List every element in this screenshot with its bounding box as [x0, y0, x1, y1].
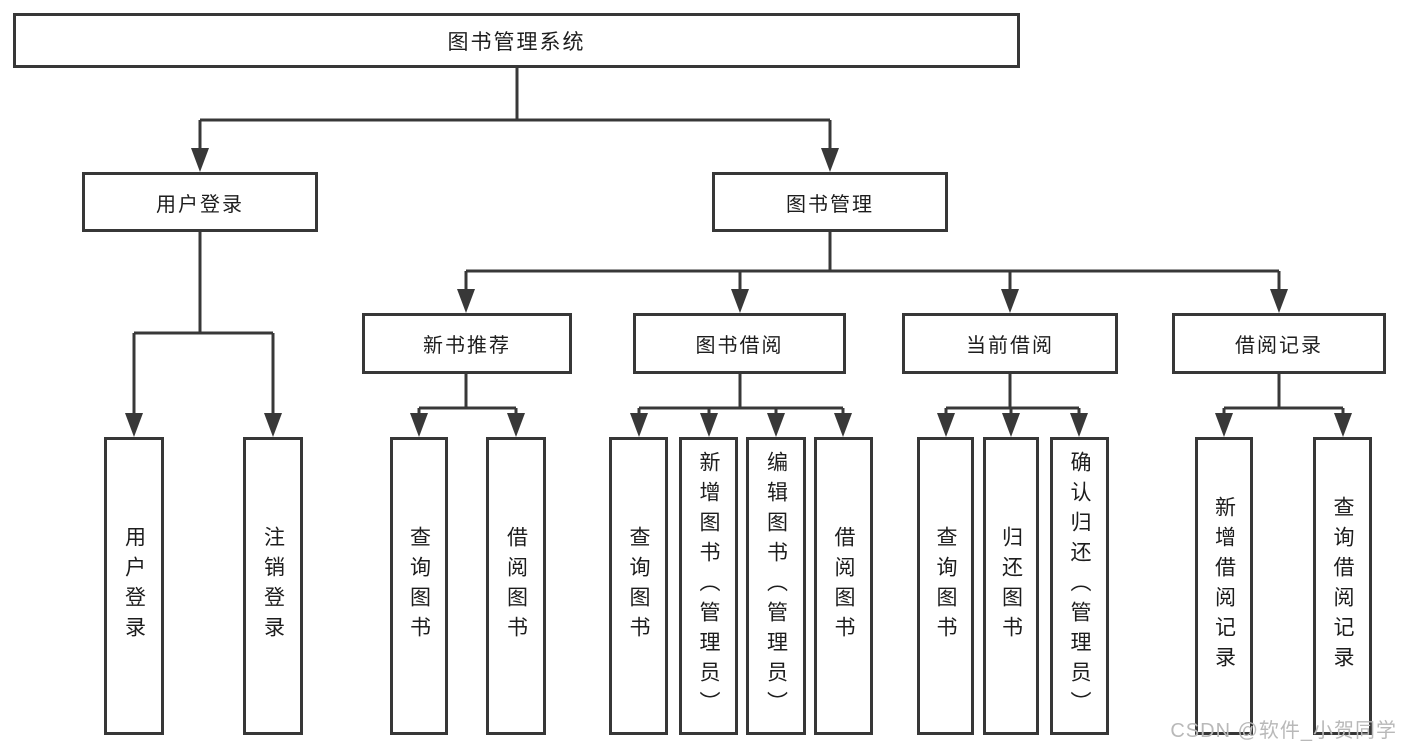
- leaf-query-books-recommend: 查询图书: [390, 437, 448, 735]
- leaf-user-login-label: 用户登录: [122, 526, 146, 646]
- leaf-borrow-books: 借阅图书: [814, 437, 873, 735]
- node-borrow-records-label: 借阅记录: [1235, 335, 1323, 357]
- leaf-query-borrow-record: 查询借阅记录: [1313, 437, 1372, 735]
- leaf-logout: 注销登录: [243, 437, 303, 735]
- arrowhead: [1002, 413, 1020, 437]
- leaf-return-books: 归还图书: [983, 437, 1039, 735]
- leaf-logout-label: 注销登录: [261, 526, 285, 646]
- leaf-query-borrow-record-label: 查询借阅记录: [1331, 496, 1354, 676]
- node-current-borrow: 当前借阅: [902, 313, 1118, 374]
- leaf-confirm-return-admin: 确认归还（管理员）: [1050, 437, 1109, 735]
- arrowhead: [700, 413, 718, 437]
- leaf-borrow-books-recommend: 借阅图书: [486, 437, 546, 735]
- node-root-label: 图书管理系统: [447, 30, 586, 54]
- arrowhead: [1070, 413, 1088, 437]
- leaf-add-book-admin: 新增图书（管理员）: [679, 437, 738, 735]
- leaf-add-borrow-record-label: 新增借阅记录: [1212, 496, 1236, 676]
- arrowhead: [821, 148, 839, 172]
- arrowhead: [731, 289, 749, 313]
- node-book-borrow-label: 图书借阅: [695, 335, 784, 357]
- node-new-book-recommend: 新书推荐: [362, 313, 572, 374]
- leaf-borrow-books-label: 借阅图书: [832, 526, 855, 646]
- node-book-management: 图书管理: [712, 172, 948, 232]
- leaf-query-books-borrow-label: 查询图书: [627, 526, 650, 646]
- leaf-edit-book-admin: 编辑图书（管理员）: [746, 437, 806, 735]
- leaf-edit-book-admin-label: 编辑图书（管理员）: [764, 451, 788, 721]
- leaf-user-login: 用户登录: [104, 437, 164, 735]
- arrowhead: [1334, 413, 1352, 437]
- arrowhead: [410, 413, 428, 437]
- node-book-borrow: 图书借阅: [633, 313, 846, 374]
- leaf-query-books-recommend-label: 查询图书: [407, 526, 431, 646]
- arrowhead: [507, 413, 525, 437]
- arrowhead: [1270, 289, 1288, 313]
- leaf-add-borrow-record: 新增借阅记录: [1195, 437, 1253, 735]
- leaf-confirm-return-admin-label: 确认归还（管理员）: [1068, 451, 1091, 721]
- node-current-borrow-label: 当前借阅: [966, 335, 1054, 357]
- node-user-login-label: 用户登录: [156, 193, 244, 216]
- arrowhead: [1001, 289, 1019, 313]
- leaf-borrow-books-recommend-label: 借阅图书: [504, 526, 528, 646]
- node-borrow-records: 借阅记录: [1172, 313, 1386, 374]
- node-book-management-label: 图书管理: [786, 193, 874, 216]
- arrowhead: [630, 413, 648, 437]
- arrowhead: [191, 148, 209, 172]
- arrowhead: [937, 413, 955, 437]
- arrowhead: [264, 413, 282, 437]
- leaf-query-books-borrow: 查询图书: [609, 437, 668, 735]
- node-user-login: 用户登录: [82, 172, 318, 232]
- arrowhead: [1215, 413, 1233, 437]
- node-root: 图书管理系统: [13, 13, 1020, 68]
- leaf-return-books-label: 归还图书: [999, 526, 1023, 646]
- leaf-query-books-current-label: 查询图书: [934, 526, 957, 646]
- leaf-add-book-admin-label: 新增图书（管理员）: [697, 451, 720, 721]
- leaf-query-books-current: 查询图书: [917, 437, 974, 735]
- arrowhead: [457, 289, 475, 313]
- arrowhead: [834, 413, 852, 437]
- node-new-book-recommend-label: 新书推荐: [423, 335, 511, 357]
- arrowhead: [767, 413, 785, 437]
- arrowhead: [125, 413, 143, 437]
